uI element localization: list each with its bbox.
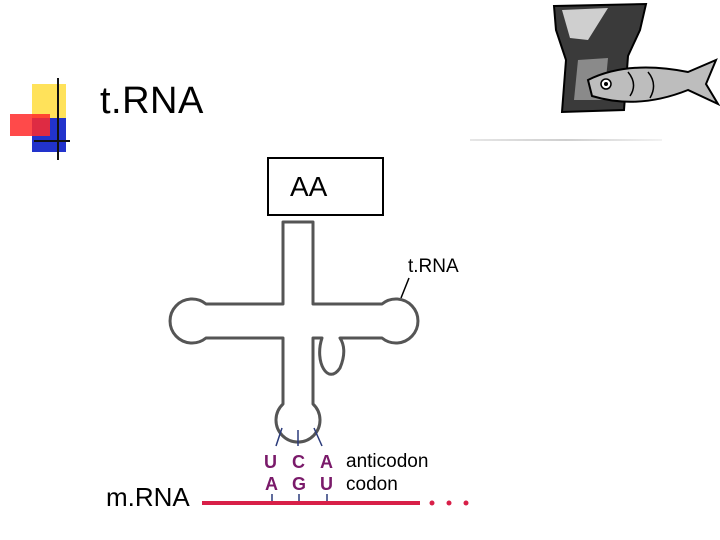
trna-diagram: AA t.RNA U C A anticodon A G U codon m.R… [106, 157, 469, 512]
codon-base: A [265, 474, 278, 494]
anticodon-base: U [264, 452, 277, 472]
anticodon-label: anticodon [346, 451, 428, 472]
trna-molecule [168, 220, 420, 444]
anticodon-base: A [320, 452, 333, 472]
anticodon-tick [313, 427, 323, 447]
cup-and-fish-icon [552, 2, 720, 114]
square-cluster-bullet-icon [10, 78, 70, 160]
trna-label: t.RNA [408, 256, 459, 277]
codon-label: codon [346, 474, 398, 495]
anticodon-base: C [292, 452, 305, 472]
mrna-continuation-dot [446, 500, 452, 506]
slide-title: t.RNA [100, 80, 204, 122]
codon-base: U [320, 474, 333, 494]
anticodon-tick [275, 427, 283, 447]
amino-acid-label: AA [290, 171, 328, 202]
mrna-label: m.RNA [106, 482, 190, 512]
mrna-continuation-dot [463, 500, 469, 506]
amino-acid-box [267, 157, 384, 216]
trna-pointer [400, 277, 410, 299]
mrna-continuation-dot [429, 500, 435, 506]
codon-base: G [292, 474, 306, 494]
divider-line [470, 139, 662, 141]
